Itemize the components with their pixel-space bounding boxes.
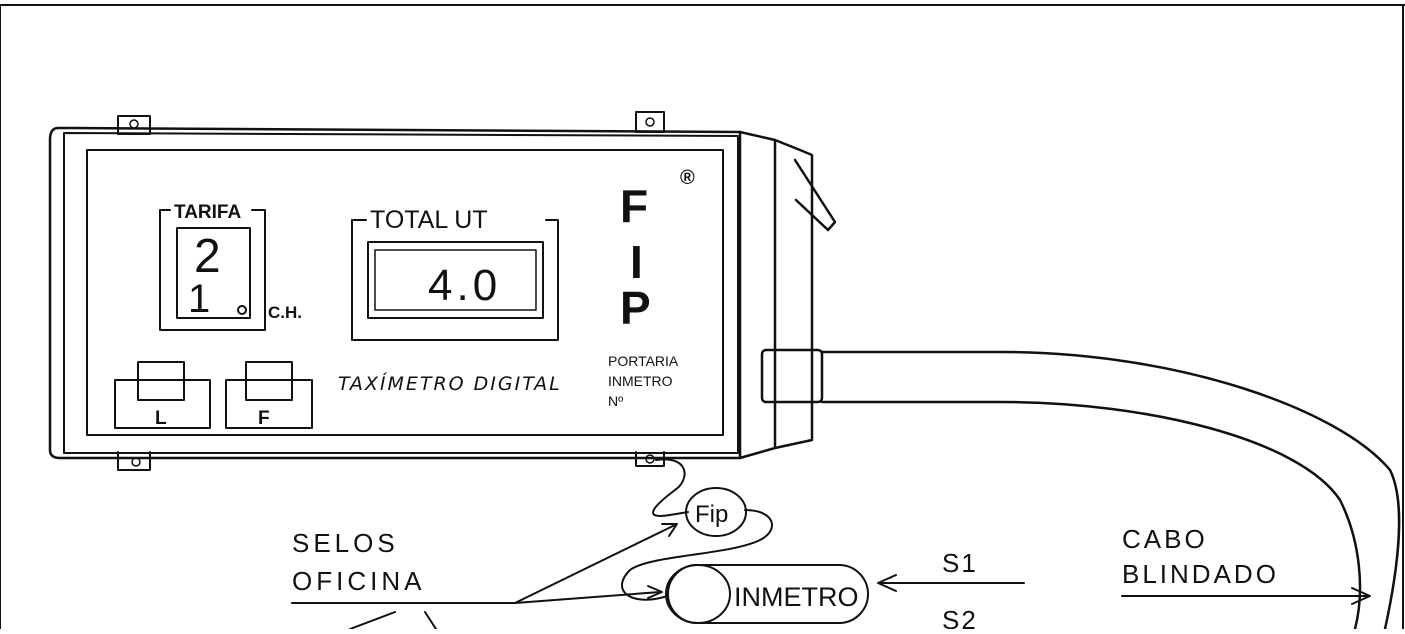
product-name: TAXÍMETRO DIGITAL — [338, 372, 562, 395]
s1-s2-annotation: S1 S2 — [877, 548, 1025, 634]
portaria-block: PORTARIA INMETRO Nº — [608, 353, 679, 409]
total-value: 4.0 — [428, 261, 501, 310]
armored-cable — [760, 348, 1401, 631]
selos-line1: SELOS — [292, 528, 399, 558]
selos-line2: OFICINA — [292, 566, 425, 596]
button-f-label: F — [258, 408, 270, 429]
button-l[interactable]: L — [114, 361, 211, 429]
brand-logo: F I P ® — [620, 167, 695, 334]
tariff-digit-upper: 2 — [194, 230, 221, 283]
cabo-line2: BLINDADO — [1122, 559, 1279, 589]
button-f[interactable]: F — [225, 361, 313, 429]
total-display: TOTAL UT 4.0 — [351, 206, 559, 341]
inmetro-seal: INMETRO — [665, 564, 869, 624]
brand-letter-p: P — [620, 282, 651, 334]
selos-annotation: SELOS OFICINA — [291, 523, 678, 630]
inmetro-seal-label: INMETRO — [734, 582, 859, 612]
fip-seal-label: Fip — [695, 501, 728, 528]
tariff-digit-window — [176, 227, 251, 319]
fip-seal: Fip — [685, 487, 747, 537]
registered-mark: ® — [680, 167, 695, 189]
portaria-line3: Nº — [608, 393, 623, 409]
s1-label: S1 — [942, 548, 978, 578]
cabo-line1: CABO — [1122, 524, 1208, 554]
total-label: TOTAL UT — [370, 206, 488, 234]
portaria-line2: INMETRO — [608, 373, 673, 389]
mounting-brackets — [117, 111, 665, 471]
cabo-annotation: CABO BLINDADO — [1121, 524, 1371, 605]
button-l-label: L — [155, 408, 167, 429]
frame-border — [0, 4, 1405, 630]
ch-label: C.H. — [268, 303, 302, 322]
tariff-decimal-dot — [237, 305, 247, 315]
brand-letter-f: F — [620, 180, 648, 232]
tariff-digit-lower: 1 — [188, 277, 210, 321]
total-digit-window — [374, 249, 537, 311]
seal-assembly: Fip INMETRO — [620, 458, 869, 624]
control-buttons: L F — [114, 361, 313, 429]
tariff-label: TARIFA — [174, 202, 241, 223]
taximeter-housing — [48, 126, 837, 460]
front-panel — [86, 149, 724, 436]
s2-label: S2 — [942, 605, 978, 629]
tariff-display: TARIFA 2 1 C.H. — [159, 202, 302, 331]
portaria-line1: PORTARIA — [608, 353, 679, 369]
brand-letter-i: I — [630, 236, 643, 288]
